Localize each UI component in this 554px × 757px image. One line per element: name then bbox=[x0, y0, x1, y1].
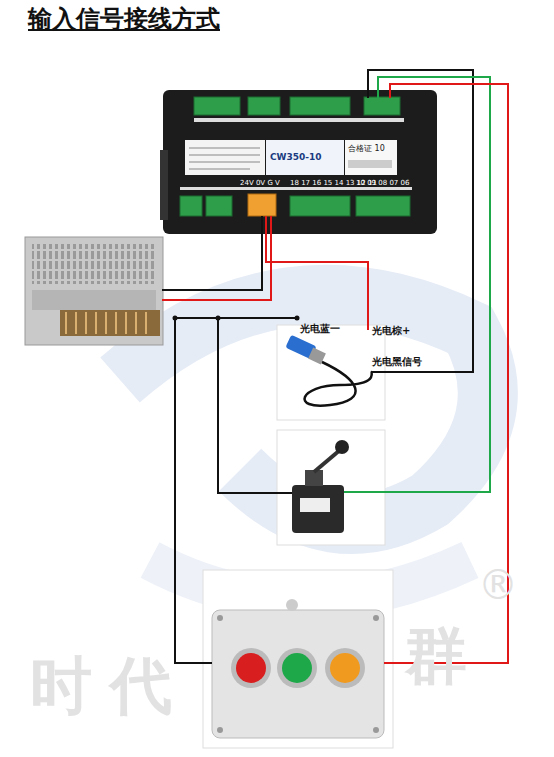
watermark: ® bbox=[478, 562, 518, 608]
limit-switch bbox=[277, 430, 385, 545]
wire-label: 光电棕+ bbox=[372, 325, 410, 337]
power-supply bbox=[25, 237, 163, 345]
wires bbox=[162, 70, 508, 663]
wire-label: 光电黑信号 bbox=[372, 356, 422, 368]
watermark: 时 bbox=[30, 650, 92, 721]
model-label: CW350-10 bbox=[270, 152, 322, 162]
terminal-label: 24V 0V G V bbox=[240, 179, 280, 187]
wire-label: 光电蓝一 bbox=[300, 323, 340, 335]
terminal-label: 10 09 08 07 06 bbox=[356, 179, 409, 187]
watermark: 代 bbox=[110, 650, 172, 721]
photoelectric-sensor bbox=[277, 325, 385, 420]
page-title: 输入信号接线方式 bbox=[28, 6, 220, 34]
watermark: 群 bbox=[405, 620, 467, 691]
controller bbox=[160, 90, 437, 234]
certificate-label: 合格证 10 bbox=[348, 144, 385, 153]
button-box bbox=[203, 570, 393, 748]
